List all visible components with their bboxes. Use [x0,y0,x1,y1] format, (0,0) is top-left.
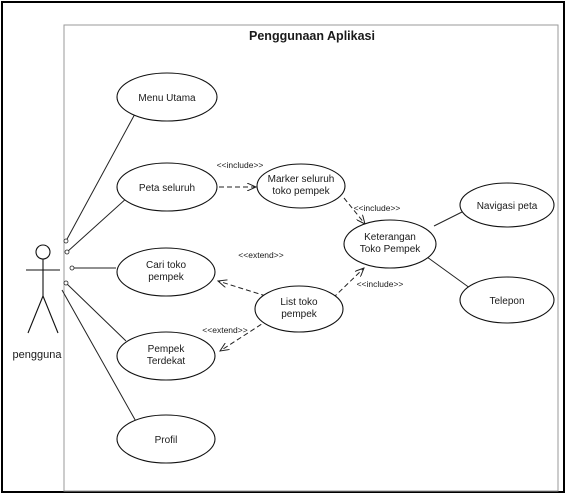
use-case-ellipse [459,182,555,228]
extend-list-terdekat [220,319,269,351]
include-label: <<include>> [354,203,401,213]
use-case-label: Peta seluruh [139,183,195,194]
assoc-keterangan-telepon [426,256,475,292]
use-case-peta-seluruh: Peta seluruh [116,162,218,212]
use-case-label: toko pempek [272,186,330,197]
assoc-port [64,249,70,255]
assoc-pempek-terdekat [65,282,127,342]
system-boundary [63,24,559,492]
assoc-port [63,280,69,286]
use-case-ellipse [116,414,216,464]
actor-head [35,244,51,260]
actor-figure [26,244,60,334]
extend-label: <<extend>> [238,250,283,260]
actor-label: pengguna [13,349,63,361]
use-case-list-toko: List toko pempek [254,285,344,333]
use-case-ellipse [343,219,437,269]
use-case-profil: Profil [116,414,216,464]
use-case-label: Keterangan [364,232,416,243]
assoc-peta-seluruh [66,196,129,253]
use-case-cari-toko: Cari toko pempek [116,247,216,297]
use-case-label: Navigasi peta [477,201,538,212]
include-marker-keterangan [343,197,365,224]
use-case-label: pempek [281,309,318,320]
use-case-label: Cari toko [146,260,186,271]
assoc-keterangan-navigasi [433,209,467,227]
use-case-ellipse [116,162,218,212]
use-case-ellipse [116,72,218,122]
use-case-keterangan: Keterangan Toko Pempek [343,219,437,269]
use-case-marker-seluruh: Marker seluruh toko pempek [256,163,346,209]
use-case-label: Profil [155,435,178,446]
use-case-ellipse [256,163,346,209]
use-case-pempek-terdekat: Pempek Terdekat [116,331,216,381]
extend-list-cari [218,281,267,297]
use-case-label: Marker seluruh [268,174,335,185]
use-case-label: Toko Pempek [360,244,422,255]
extend-label: <<extend>> [202,325,247,335]
include-list-keterangan [332,268,364,299]
assoc-port [63,238,69,244]
use-case-telepon: Telepon [459,276,555,324]
use-case-label: Telepon [489,296,524,307]
use-case-ellipse [459,276,555,324]
actor-left-leg [27,295,44,334]
actor-right-leg [42,295,59,334]
use-case-ellipse [116,331,216,381]
use-case-label: pempek [148,272,185,283]
use-case-ellipse [254,285,344,333]
system-title: Penggunaan Aplikasi [249,29,375,43]
use-case-menu-utama: Menu Utama [116,72,218,122]
assoc-port [69,265,75,271]
include-label: <<include>> [357,279,404,289]
use-case-navigasi-peta: Navigasi peta [459,182,555,228]
use-case-label: Menu Utama [138,93,196,104]
associations [61,111,139,426]
assoc-profil [61,289,139,426]
use-case-label: Terdekat [147,356,186,367]
assoc-menu-utama [65,111,137,242]
include-label: <<include>> [217,160,264,170]
use-case-label: Pempek [148,344,186,355]
use-case-label: List toko [280,297,318,308]
use-case-ellipse [116,247,216,297]
